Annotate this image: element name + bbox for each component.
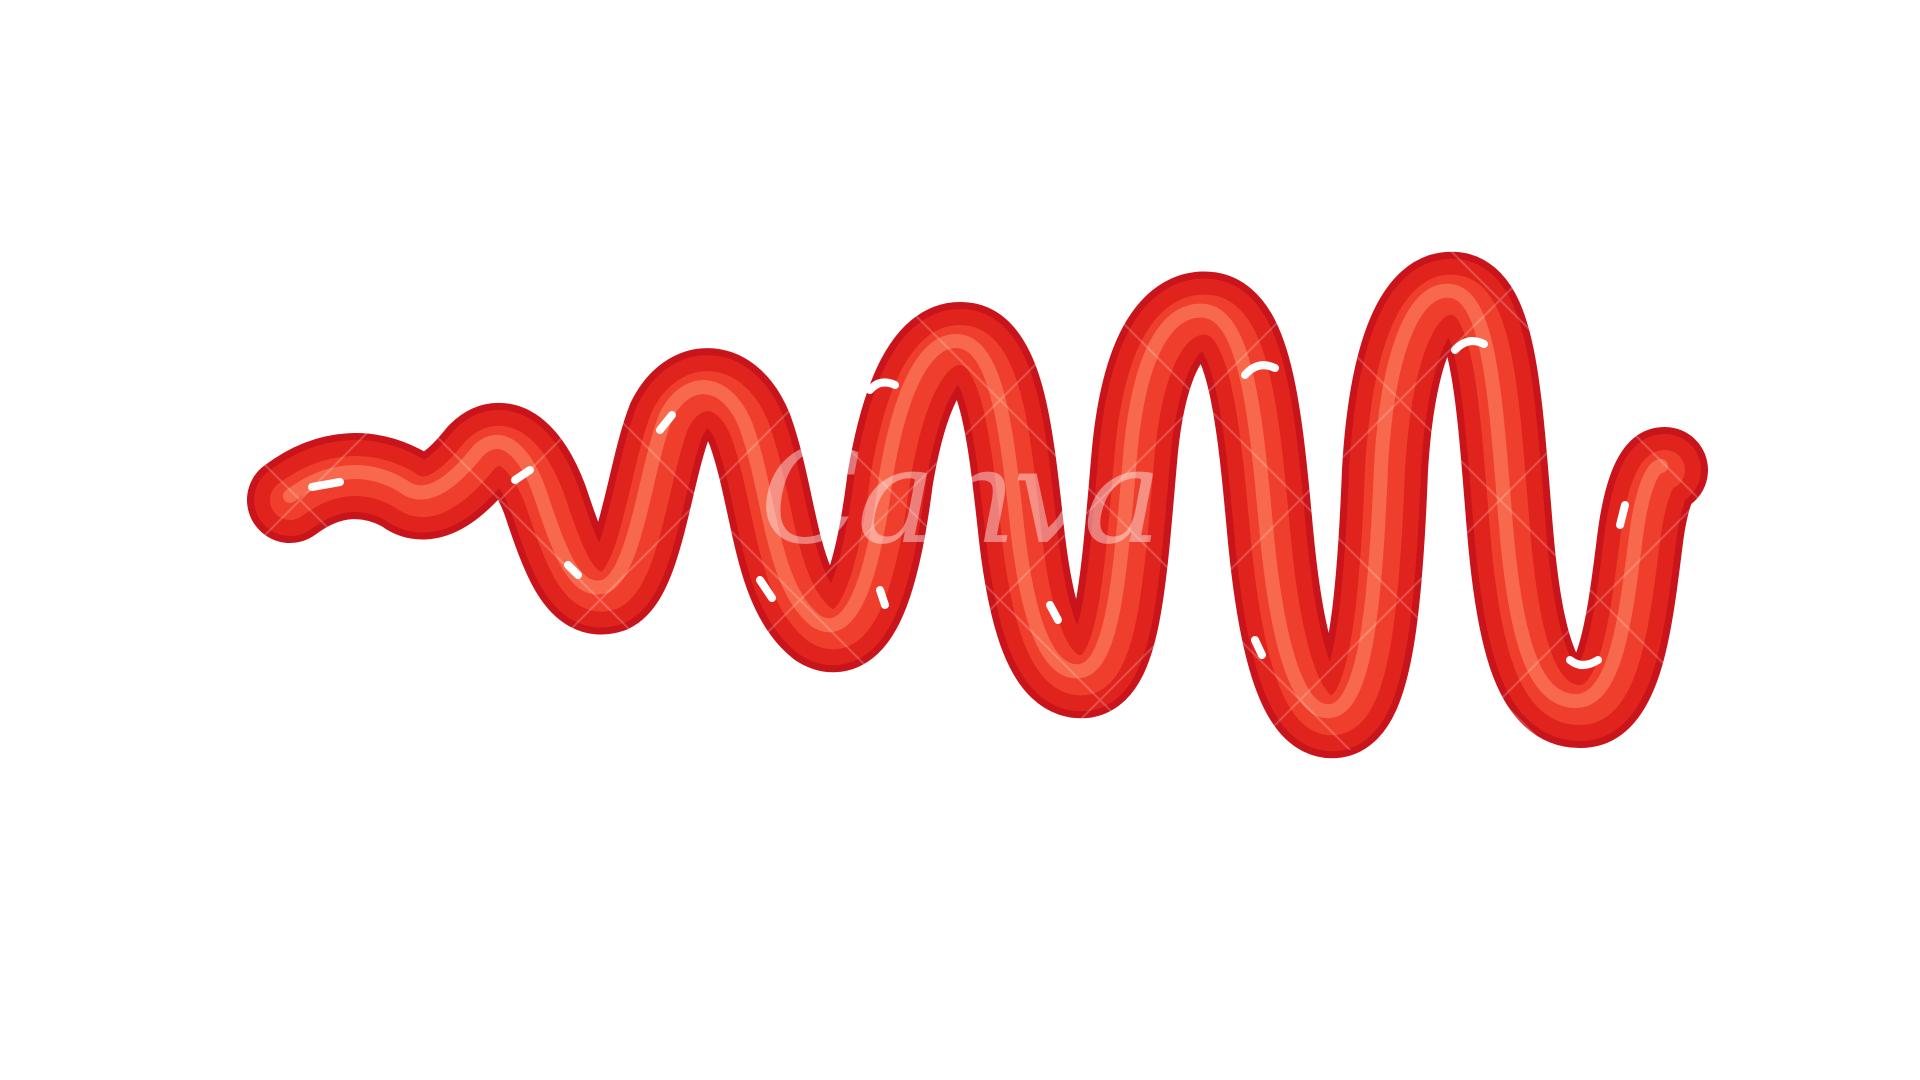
watermark-grid [250, 250, 1700, 750]
